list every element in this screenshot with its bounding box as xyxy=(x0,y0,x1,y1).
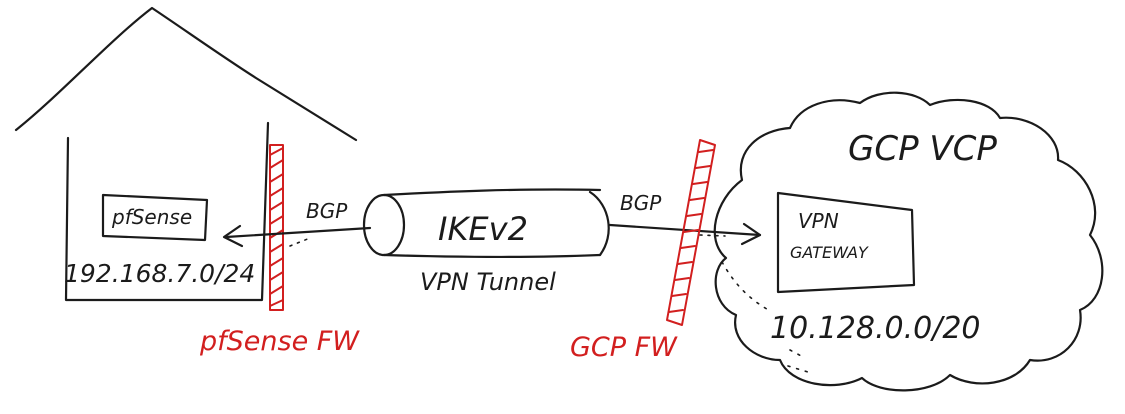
home-subnet-label: 192.168.7.0/24 xyxy=(64,259,255,288)
gcp-firewall xyxy=(666,139,716,326)
bgp-left-label: BGP xyxy=(306,199,348,223)
cloud-dotted-line-2 xyxy=(787,349,809,373)
house-roof xyxy=(14,6,358,142)
dotted-trail-right xyxy=(699,234,726,237)
dotted-trail-left xyxy=(289,237,311,247)
gcp-fw-label: GCP FW xyxy=(570,332,678,363)
ikev2-label: IKEv2 xyxy=(438,210,528,248)
pfsense-firewall xyxy=(269,144,284,311)
house xyxy=(14,6,358,302)
vpn-tunnel-label: VPN Tunnel xyxy=(420,268,556,296)
gcp-cloud xyxy=(713,91,1104,392)
bgp-arrow-left xyxy=(222,224,372,248)
house-walls xyxy=(64,121,270,302)
vpn-tunnel: IKEv2 xyxy=(362,188,610,258)
pfsense-fw-label: pfSense FW xyxy=(199,326,360,357)
bgp-right-label: BGP xyxy=(620,191,662,215)
vpn-gateway-line2: GATEWAY xyxy=(790,243,869,262)
cloud-title: GCP VCP xyxy=(848,129,997,169)
pfsense-box: pfSense xyxy=(101,193,209,242)
vpn-gateway-box: VPN GATEWAY xyxy=(776,191,916,294)
cloud-dotted-line-1 xyxy=(721,261,773,313)
pfsense-label: pfSense xyxy=(111,205,192,229)
vpn-gateway-line1: VPN xyxy=(798,209,839,233)
bgp-arrow-right xyxy=(608,222,762,246)
gcp-subnet-label: 10.128.0.0/20 xyxy=(770,311,981,346)
